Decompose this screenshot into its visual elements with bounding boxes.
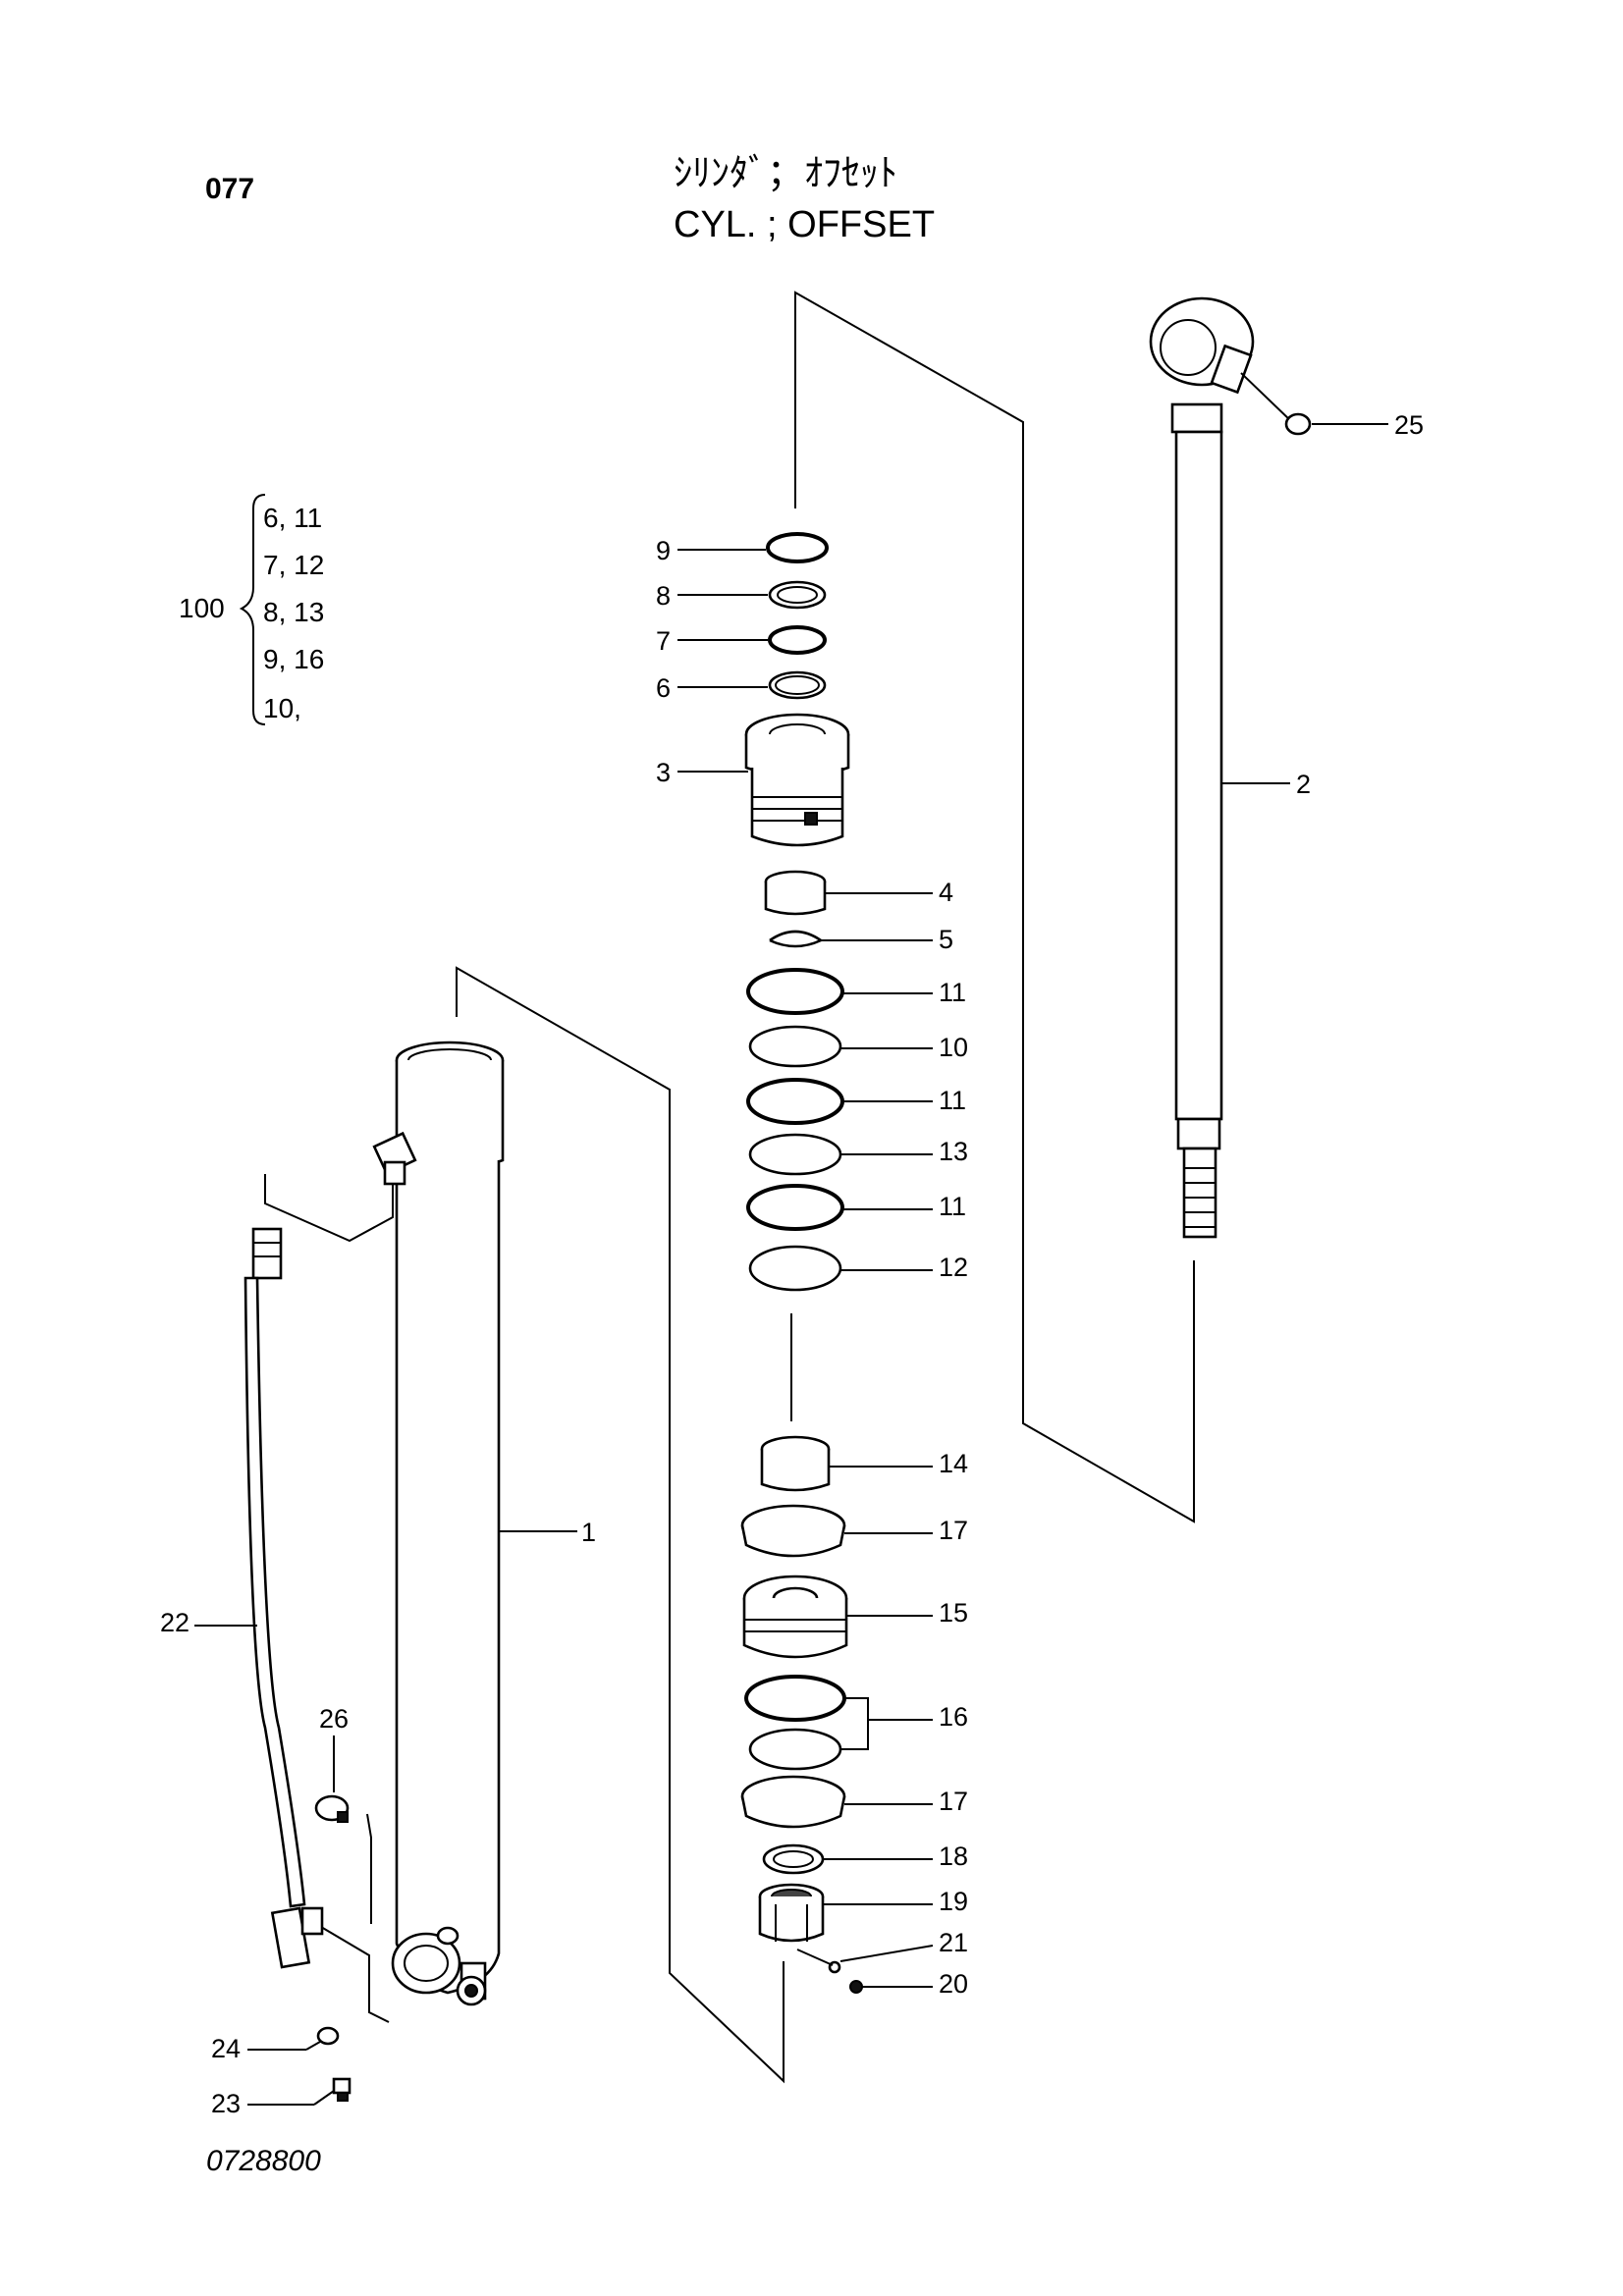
- callout-5: 5: [939, 925, 954, 954]
- piston-rod: [1149, 296, 1255, 1239]
- callout-18: 18: [939, 1842, 969, 1871]
- callout-12: 12: [939, 1253, 969, 1282]
- callout-1: 1: [581, 1518, 597, 1547]
- washer: [316, 2026, 340, 2046]
- callout-14: 14: [939, 1449, 969, 1478]
- piston-seal-rings: [746, 968, 844, 1292]
- callout-11: 11: [939, 978, 967, 1007]
- callout-19: 19: [939, 1887, 969, 1916]
- snap-ring: [769, 930, 824, 948]
- callout-17: 17: [939, 1787, 969, 1816]
- bushing: [764, 870, 827, 916]
- leader-line: [840, 1697, 869, 1750]
- seal-kit-row: 6, 11: [263, 503, 323, 533]
- seal-kit-label: 100: [179, 593, 225, 623]
- grease-nipple: [1284, 412, 1312, 436]
- seal-kit-row: 9, 16: [263, 644, 325, 674]
- callout-22: 22: [160, 1608, 190, 1637]
- leader-line: [305, 2041, 321, 2051]
- page-number: 077: [205, 173, 255, 205]
- bolt: [332, 2077, 352, 2102]
- callout-21: 21: [939, 1928, 969, 1957]
- wear-ring: [740, 1504, 846, 1558]
- leader-line: [313, 2090, 335, 2106]
- callout-7: 7: [656, 626, 672, 656]
- plug: [314, 1794, 350, 1823]
- callout-16: 16: [939, 1702, 969, 1732]
- callout-8: 8: [656, 581, 672, 611]
- seal-kit-row: 8, 13: [263, 597, 325, 627]
- callout-17: 17: [939, 1516, 969, 1545]
- rod-cover: [744, 713, 850, 847]
- wear-ring-lower: [740, 1775, 846, 1829]
- steel-ball: [849, 1980, 863, 1994]
- seal-kit-brace: [239, 494, 266, 725]
- callout-24: 24: [211, 2034, 242, 2063]
- piston-seal: [744, 1675, 846, 1771]
- title-japanese: ｼﾘﾝﾀﾞ；ｵﾌｾｯﾄ: [674, 153, 898, 194]
- drawing-number: 0728800: [206, 2145, 321, 2177]
- callout-13: 13: [939, 1137, 969, 1166]
- piston-nut: [758, 1883, 825, 1943]
- callout-25: 25: [1394, 410, 1425, 440]
- backup-ring: [762, 1843, 825, 1875]
- bushing-lower: [760, 1435, 831, 1492]
- seal-kit-row: 10,: [263, 693, 301, 723]
- callout-10: 10: [939, 1033, 969, 1062]
- callout-6: 6: [656, 673, 672, 703]
- callout-15: 15: [939, 1598, 969, 1628]
- callout-4: 4: [939, 878, 954, 907]
- callout-11: 11: [939, 1086, 967, 1115]
- callout-11: 11: [939, 1192, 967, 1221]
- callout-20: 20: [939, 1969, 969, 1999]
- seal-kit-row: 7, 12: [263, 550, 325, 580]
- leader-line: [1240, 372, 1293, 423]
- callout-26: 26: [319, 1704, 350, 1734]
- callout-23: 23: [211, 2089, 242, 2118]
- cylinder-tube: [372, 1041, 505, 2006]
- leader-line: [839, 1945, 934, 1962]
- hydraulic-pipe: [243, 1227, 324, 1969]
- leader-line: [796, 1949, 834, 1966]
- callout-2: 2: [1296, 770, 1312, 799]
- seal-rings-upper: [766, 532, 829, 700]
- callout-9: 9: [656, 536, 672, 565]
- callout-3: 3: [656, 758, 672, 787]
- title-english: CYL. ; OFFSET: [674, 204, 936, 245]
- assembly-guide-lines: [264, 291, 1195, 2084]
- piston: [742, 1575, 848, 1659]
